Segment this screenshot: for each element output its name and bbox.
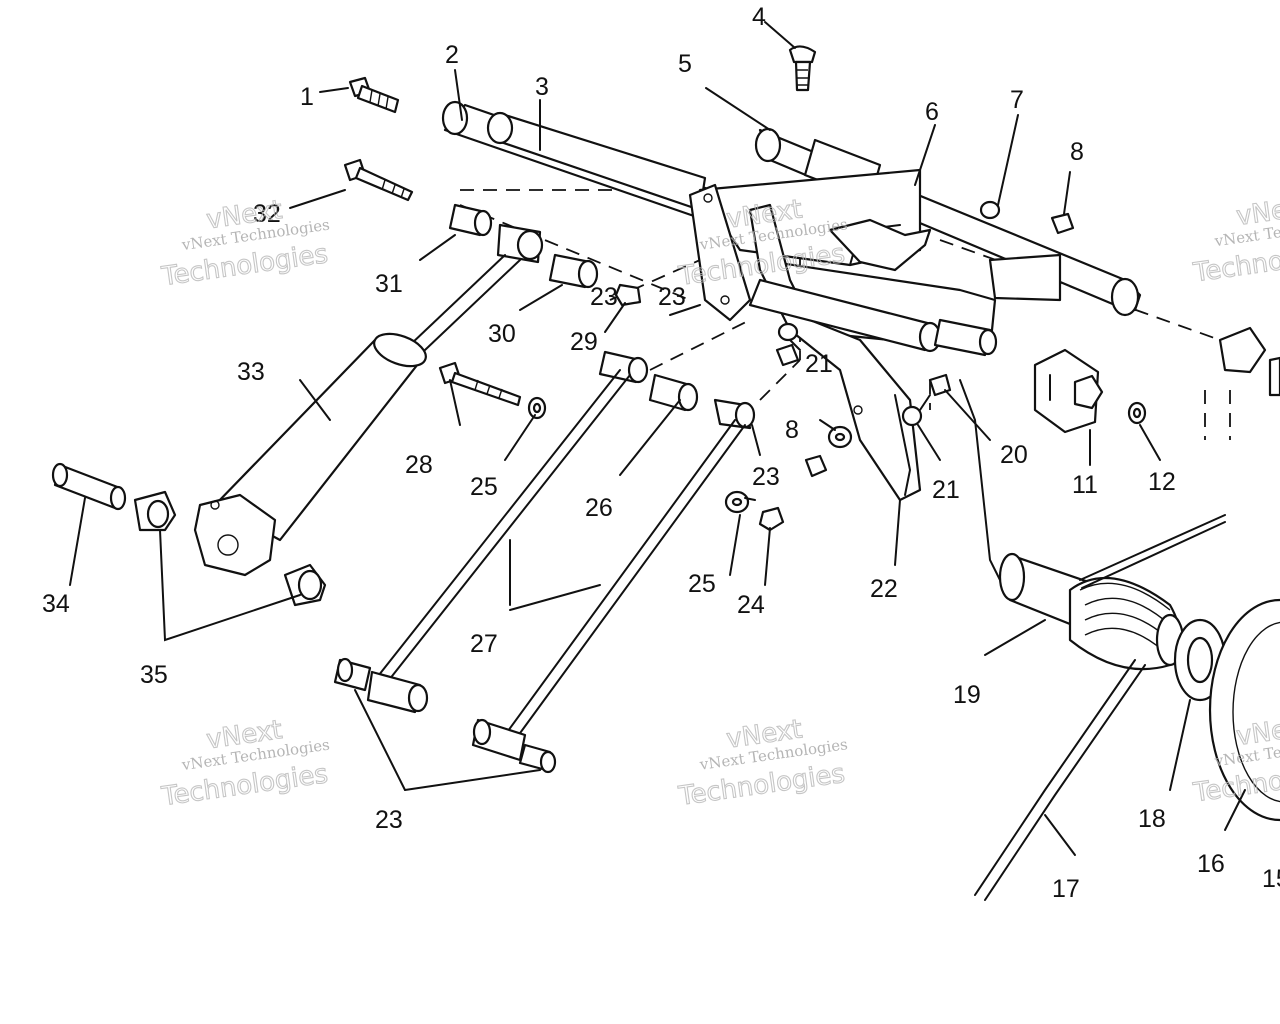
leader-lines: [69, 21, 1246, 856]
bolt-1: [348, 76, 400, 114]
callout-16: 16: [1197, 850, 1225, 878]
nut-24: [758, 506, 785, 532]
watermark-bottom-center: vNext vNext Technologies Technologies: [676, 714, 849, 813]
callout-6: 6: [925, 98, 939, 126]
callout-33: 33: [237, 358, 265, 386]
torsion-spring: [974, 514, 1226, 901]
bushing-26: [648, 373, 699, 412]
callout-25-b: 25: [688, 570, 716, 598]
watermark-top-right: vNext vNext Technologies Technologies: [1190, 191, 1280, 289]
spacer-34: [51, 462, 127, 511]
callout-19: 19: [953, 681, 981, 709]
washer-25-lower: [724, 490, 750, 514]
callout-17: 17: [1052, 875, 1080, 903]
callout-28: 28: [405, 451, 433, 479]
callout-25-a: 25: [470, 473, 498, 501]
callout-12: 12: [1148, 468, 1176, 496]
callout-24: 24: [737, 591, 765, 619]
washer-21-upper: [777, 322, 799, 342]
right-edge-hardware: [1218, 326, 1280, 397]
callout-30: 30: [488, 320, 516, 348]
torque-arm-27b: [504, 419, 746, 741]
callout-23-b: 23: [752, 463, 780, 491]
callout-7: 7: [1010, 86, 1024, 114]
spring-bracket: [828, 218, 932, 272]
callout-2: 2: [445, 41, 459, 69]
callout-23-d: 23: [590, 283, 618, 311]
callout-35: 35: [140, 661, 168, 689]
callout-8-top: 8: [1070, 138, 1084, 166]
bolt-32: [343, 158, 414, 202]
callout-labels: 1 2 3 4 5 6 7 8 8 11 12 16 17 18 19 20 2…: [42, 3, 1280, 903]
plug-7: [979, 200, 1001, 220]
nut-8-upper: [775, 343, 800, 367]
callout-27: 27: [470, 630, 498, 658]
callout-8-lower: 8: [785, 416, 799, 444]
callout-20: 20: [1000, 441, 1028, 469]
callout-15-partial: 15: [1262, 865, 1280, 893]
bracket-11: [1033, 348, 1104, 434]
washer-21-mid: [827, 425, 853, 449]
nut-8-lower: [804, 454, 828, 478]
callout-11: 11: [1072, 471, 1098, 499]
shock-absorber: [193, 332, 427, 577]
callout-34: 34: [42, 590, 70, 618]
callout-23-a: 23: [658, 283, 686, 311]
callout-29: 29: [570, 328, 598, 356]
pivot-shaft: [748, 278, 998, 357]
watermark-bottom-left: vNext vNext Technologies Technologies: [159, 715, 331, 813]
callout-3: 3: [535, 73, 549, 101]
callout-32: 32: [253, 200, 281, 228]
bushing-23-right: [713, 398, 756, 430]
bushing-35-right: [283, 563, 327, 607]
washer-21-right: [901, 405, 923, 427]
callout-4: 4: [752, 3, 766, 31]
bushing-23-lower-b: [471, 718, 557, 774]
callout-22: 22: [870, 575, 898, 603]
watermark-top-left: vNext vNext Technologies Technologies: [159, 195, 331, 293]
callout-5: 5: [678, 50, 692, 78]
bushing-23-upper: [598, 350, 649, 384]
nut-8-top: [1050, 212, 1075, 235]
callout-31: 31: [375, 270, 403, 298]
bushing-23-lower-a: [333, 657, 429, 714]
nut-29: [614, 283, 642, 307]
callout-21-upper: 21: [805, 350, 833, 378]
bushing-30: [548, 253, 599, 289]
bolt-20: [919, 373, 952, 411]
pivot-arm-bracket: [748, 203, 922, 502]
callout-1: 1: [300, 83, 314, 111]
shock-rod: [409, 223, 544, 351]
mounting-plate: [688, 183, 752, 322]
bushing-31: [448, 203, 493, 237]
callout-26: 26: [585, 494, 613, 522]
callout-21-lower: 21: [932, 476, 960, 504]
upper-cross-shaft: [441, 100, 742, 227]
washer-12: [1127, 401, 1147, 425]
callout-23-c: 23: [375, 806, 403, 834]
idler-wheel-16: [1208, 598, 1280, 822]
bolt-4: [788, 45, 817, 92]
bolt-28: [438, 361, 522, 407]
torque-arm-27a: [374, 369, 631, 686]
washer-25-upper: [527, 396, 547, 420]
bushing-35-left: [133, 490, 177, 532]
callout-18: 18: [1138, 805, 1166, 833]
